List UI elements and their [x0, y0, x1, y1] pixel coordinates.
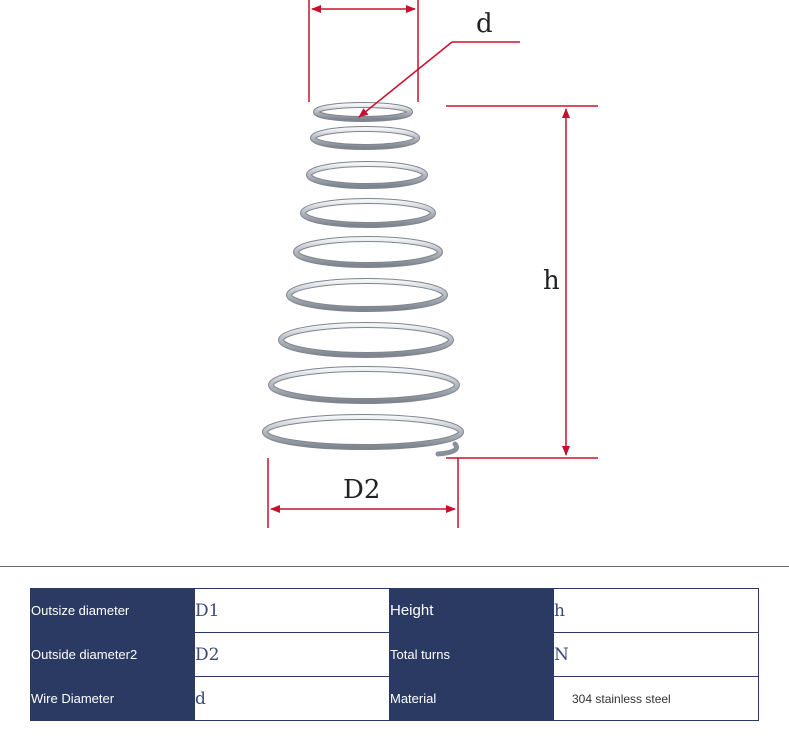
- spec-value: d: [194, 676, 390, 721]
- spec-value: D1: [194, 588, 390, 633]
- spring-dimension-diagram: d h D2: [262, 0, 598, 528]
- large-diameter-label: D2: [343, 475, 380, 505]
- spec-key: Wire Diameter: [30, 676, 195, 721]
- height-dimension: h: [446, 105, 598, 459]
- table-row: Outsize diameter D1 Height h: [30, 588, 759, 633]
- conical-spring-image: [262, 102, 464, 457]
- spec-table: Outsize diameter D1 Height h Outside dia…: [30, 588, 759, 721]
- spec-key: Height: [389, 588, 554, 633]
- spec-value: D2: [194, 632, 390, 677]
- wire-diameter-label: d: [476, 9, 493, 39]
- spec-key: Outside diameter2: [30, 632, 195, 677]
- spec-value: h: [553, 588, 759, 633]
- spec-value: 304 stainless steel: [553, 676, 759, 721]
- wire-diameter-leader: d: [358, 9, 520, 118]
- table-row: Wire Diameter d Material 304 stainless s…: [30, 676, 759, 721]
- top-diameter-dimension: [308, 0, 419, 102]
- spec-key: Outsize diameter: [30, 588, 195, 633]
- spec-key: Total turns: [389, 632, 554, 677]
- table-row: Outside diameter2 D2 Total turns N: [30, 632, 759, 677]
- spec-key: Material: [389, 676, 554, 721]
- height-label: h: [543, 266, 560, 296]
- bottom-diameter-dimension: D2: [267, 458, 459, 528]
- section-divider: [0, 566, 789, 567]
- spec-value: N: [553, 632, 759, 677]
